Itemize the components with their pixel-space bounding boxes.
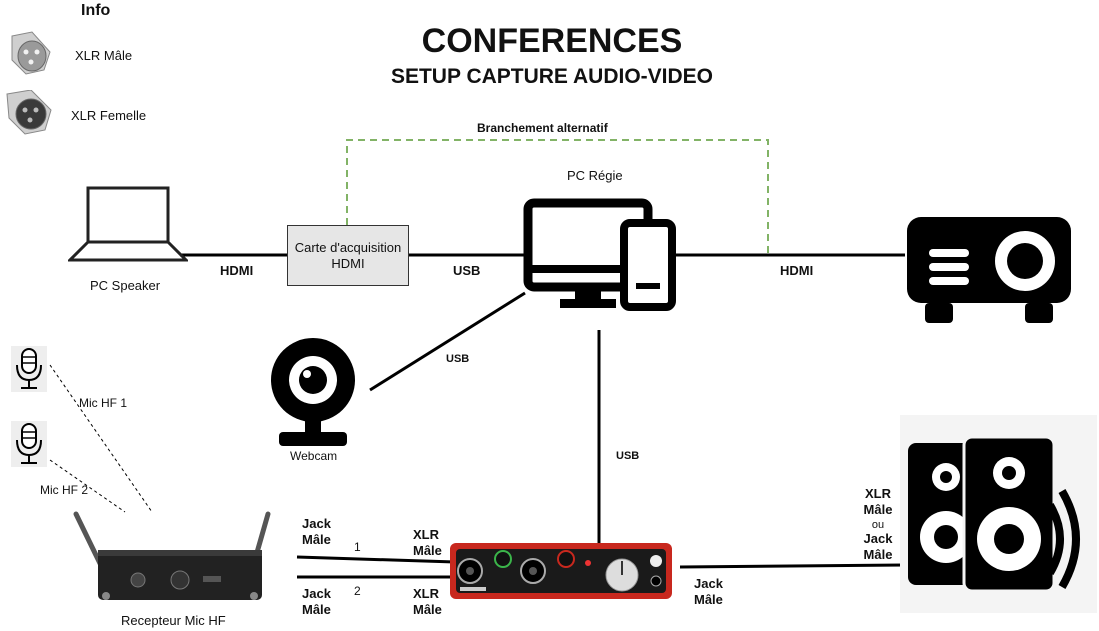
pc-speaker-label: PC Speaker	[90, 278, 161, 293]
xlr-female-icon	[6, 90, 52, 135]
receiver-label: Recepteur Mic HF	[121, 613, 226, 628]
capture-card-box: Carte d'acquisition HDMI	[287, 225, 409, 286]
jack-male-label-2: Jack Mâle	[302, 586, 331, 617]
speaker-jack-label: Jack Mâle	[863, 531, 893, 562]
capture-card-label: Carte d'acquisition HDMI	[294, 239, 402, 271]
line-number-1: 1	[354, 540, 361, 554]
laptop-icon	[68, 186, 188, 262]
microphone-icon-1	[11, 346, 47, 392]
hdmi-label-right: HDMI	[780, 263, 814, 278]
alternative-link-label: Branchement alternatif	[477, 121, 608, 135]
page-subtitle: SETUP CAPTURE AUDIO-VIDEO	[390, 65, 714, 88]
usb-label-interface: USB	[616, 450, 640, 462]
pc-regie-label: PC Régie	[567, 168, 623, 183]
microphone-icon-2	[11, 421, 47, 467]
line-number-2: 2	[354, 584, 361, 598]
xlr-male-link-label-1: XLR Mâle	[413, 527, 442, 558]
usb-link-webcam	[369, 291, 526, 392]
usb-label-webcam: USB	[446, 353, 470, 365]
hdmi-label-left: HDMI	[220, 263, 254, 278]
audio-link-speakers	[679, 563, 906, 569]
audio-link-1	[296, 555, 456, 564]
speakers-icon	[900, 415, 1097, 613]
webcam-label: Webcam	[290, 449, 338, 463]
info-heading: Info	[81, 2, 111, 19]
mic-hf-2-label: Mic HF 2	[40, 483, 88, 497]
webcam-icon	[271, 338, 355, 446]
projector-icon	[907, 217, 1071, 323]
alternative-link	[346, 139, 769, 255]
usb-label-card: USB	[453, 263, 481, 278]
xlr-male-label: XLR Mâle	[75, 48, 133, 63]
speaker-xlr-label: XLR Mâle	[863, 486, 893, 517]
desktop-computer-icon	[523, 198, 676, 311]
audio-interface-icon	[450, 543, 672, 599]
xlr-female-label: XLR Femelle	[71, 108, 147, 123]
xlr-male-link-label-2: XLR Mâle	[413, 586, 442, 617]
page-title: CONFERENCES	[421, 22, 683, 60]
jack-male-out-label: Jack Mâle	[694, 576, 723, 607]
jack-male-label-1: Jack Mâle	[302, 516, 331, 547]
wireless-receiver-icon	[73, 511, 271, 600]
xlr-male-icon	[11, 31, 51, 75]
mic-hf-1-label: Mic HF 1	[79, 396, 127, 410]
speaker-or-label: ou	[871, 519, 885, 531]
